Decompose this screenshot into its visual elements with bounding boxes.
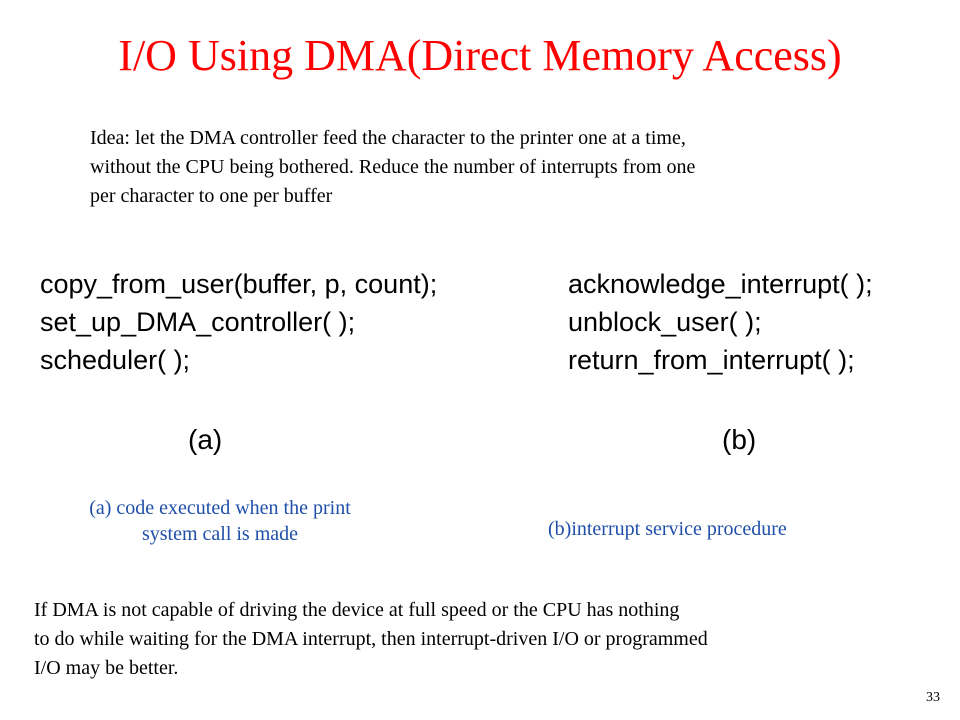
code-line: copy_from_user(buffer, p, count); [40,269,438,299]
intro-line: Idea: let the DMA controller feed the ch… [90,127,686,149]
code-line: acknowledge_interrupt( ); [568,269,873,299]
footer-line: to do while waiting for the DMA interrup… [34,628,708,650]
footer-line: If DMA is not capable of driving the dev… [34,599,680,621]
figure-label-a: (a) [188,424,223,455]
code-line: set_up_DMA_controller( ); [40,307,356,337]
caption-a-line: system call is made [141,523,299,545]
slide-title: I/O Using DMA(Direct Memory Access) [118,31,842,80]
intro-line: without the CPU being bothered. Reduce t… [90,156,696,178]
code-line: unblock_user( ); [568,307,762,337]
page-number: 33 [926,690,940,705]
code-block-a: copy_from_user(buffer, p, count); set_up… [40,265,437,379]
caption-a-line: (a) code executed when the print [89,497,351,519]
code-line: scheduler( ); [40,345,191,375]
footer-line: I/O may be better. [34,657,179,679]
caption-a: (a) code executed when the print system … [40,495,400,547]
figure-label-b: (b) [722,424,757,455]
caption-b: (b)interrupt service procedure [548,518,787,540]
intro-paragraph: Idea: let the DMA controller feed the ch… [90,124,910,211]
footer-paragraph: If DMA is not capable of driving the dev… [34,596,934,683]
code-line: return_from_interrupt( ); [568,345,855,375]
intro-line: per character to one per buffer [90,185,333,207]
code-block-b: acknowledge_interrupt( ); unblock_user( … [568,265,873,379]
